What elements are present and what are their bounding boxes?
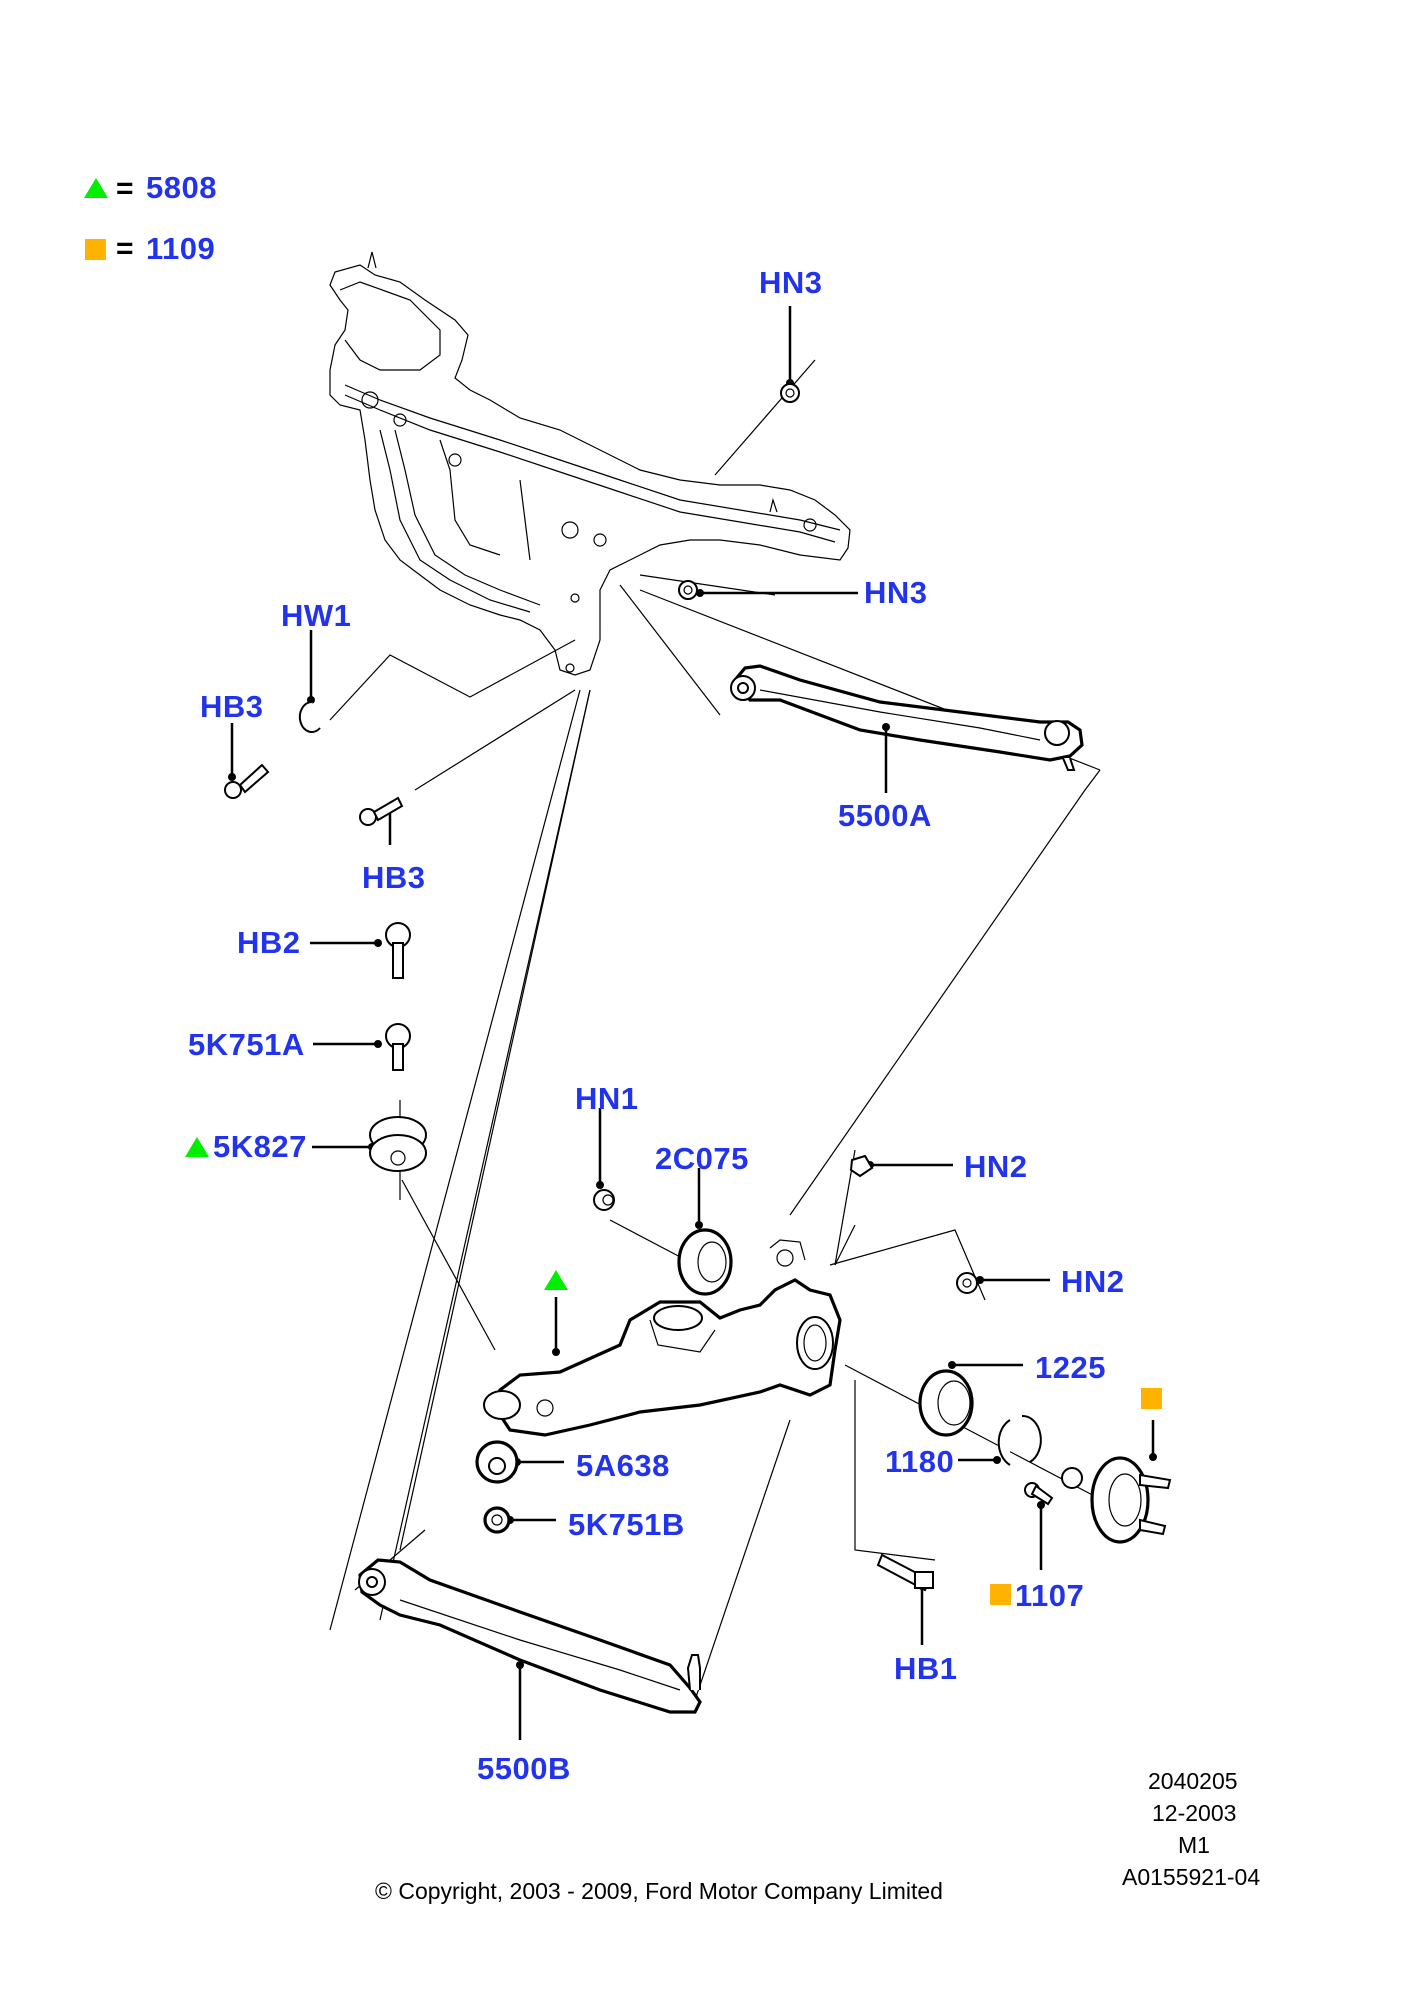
- leader-lines: [228, 306, 1157, 1740]
- wheel-hub-1109: [1061, 1456, 1172, 1544]
- 1107-square-icon: [990, 1584, 1011, 1605]
- bolt-hb2: [385, 922, 411, 979]
- callout-5500a[interactable]: 5500A: [838, 798, 932, 833]
- callout-hb2[interactable]: HB2: [237, 925, 301, 960]
- copyright-notice: © Copyright, 2003 - 2009, Ford Motor Com…: [375, 1878, 943, 1904]
- bolt-hb3-left: [224, 763, 270, 799]
- assembly-lines: [329, 359, 1141, 1701]
- legend-triangle-value: 5808: [146, 170, 217, 205]
- callout-hn3-top[interactable]: HN3: [759, 265, 823, 300]
- snap-ring-1180: [997, 1414, 1042, 1466]
- upper-control-arm-5500a: [730, 664, 1084, 771]
- 5k827-triangle-icon: [185, 1137, 209, 1157]
- lower-control-arm-5500b: [358, 1558, 702, 1714]
- callout-hw1[interactable]: HW1: [281, 598, 352, 633]
- bolt-5k751a: [385, 1023, 411, 1071]
- nut-hn1: [593, 1189, 615, 1211]
- callout-hn2-lower[interactable]: HN2: [1061, 1264, 1125, 1299]
- legend-equals: =: [116, 172, 134, 205]
- bolt-hb1: [876, 1553, 934, 1592]
- callout-hn3-mid[interactable]: HN3: [864, 575, 928, 610]
- callout-5k751b[interactable]: 5K751B: [568, 1507, 685, 1542]
- legend-equals: =: [116, 232, 134, 265]
- callout-1180[interactable]: 1180: [885, 1444, 955, 1479]
- illustration-code: 2040205: [1148, 1768, 1238, 1794]
- nut-5k751b: [483, 1506, 511, 1534]
- callout-2c075[interactable]: 2C075: [655, 1141, 749, 1176]
- illustration-model: M1: [1178, 1832, 1210, 1858]
- washer-hw1: [298, 700, 321, 733]
- callout-hn2-top[interactable]: HN2: [964, 1149, 1028, 1184]
- knuckle-triangle-icon: [544, 1270, 568, 1290]
- nut-hn2-top: [849, 1154, 874, 1178]
- hub-square-icon: [1141, 1388, 1162, 1409]
- legend-square-value: 1109: [146, 231, 216, 266]
- rear-subframe: [329, 251, 851, 676]
- callout-hb3-left[interactable]: HB3: [200, 689, 264, 724]
- callout-5k751a[interactable]: 5K751A: [188, 1027, 305, 1062]
- bushing-2c075: [677, 1228, 733, 1296]
- stud-1107: [1024, 1482, 1054, 1506]
- legend-square-icon: [85, 239, 106, 260]
- bushing-5a638: [475, 1440, 519, 1484]
- callout-5k827[interactable]: 5K827: [213, 1129, 307, 1164]
- callout-hb1[interactable]: HB1: [894, 1651, 958, 1686]
- illustration-date: 12-2003: [1152, 1800, 1237, 1826]
- bearing-1225: [918, 1369, 974, 1437]
- nut-hn3-mid: [678, 580, 698, 600]
- illustration-ref: A0155921-04: [1122, 1864, 1261, 1890]
- callout-1225[interactable]: 1225: [1035, 1350, 1106, 1385]
- callout-5a638[interactable]: 5A638: [576, 1448, 670, 1483]
- callout-5500b[interactable]: 5500B: [477, 1751, 571, 1786]
- knuckle-trailing-arm: [483, 1239, 842, 1437]
- bolt-hb3-lower: [359, 796, 404, 826]
- legend-triangle-icon: [84, 178, 108, 198]
- callout-hn1[interactable]: HN1: [575, 1081, 639, 1116]
- nut-hn2-lower: [956, 1272, 978, 1294]
- callout-1107[interactable]: 1107: [1015, 1578, 1085, 1613]
- callout-hb3-lower[interactable]: HB3: [362, 860, 426, 895]
- bushing-5k827: [369, 1116, 427, 1172]
- nut-hn3-top: [780, 383, 800, 403]
